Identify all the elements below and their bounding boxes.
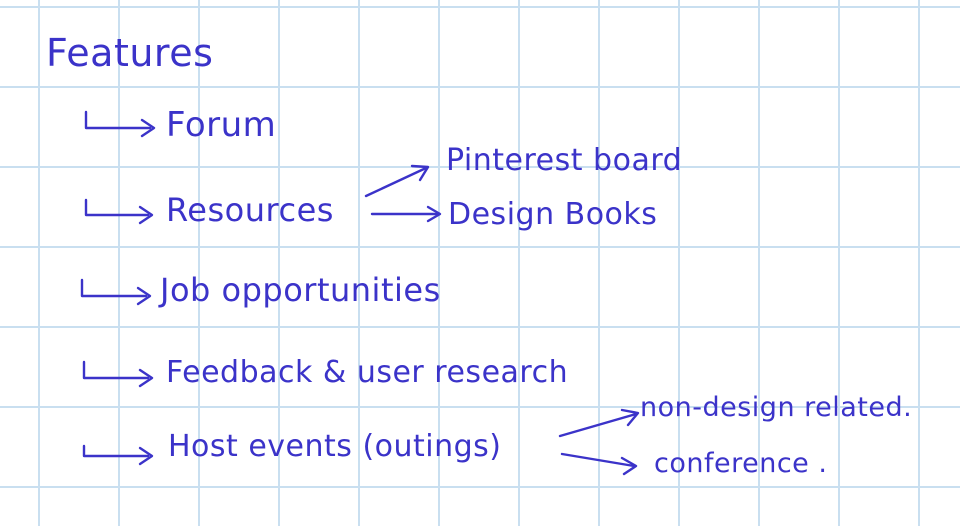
events-child-non-design: non-design related. bbox=[640, 392, 913, 423]
bent-arrow-icon-feedback bbox=[82, 360, 154, 388]
branch-arrow-icon-conference bbox=[560, 452, 638, 476]
branch-arrow-icon-design-books bbox=[370, 205, 442, 223]
branch-arrow-icon-pinterest bbox=[364, 164, 430, 198]
feature-host-events: Host events (outings) bbox=[168, 429, 502, 464]
events-child-conference: conference . bbox=[654, 448, 828, 479]
feature-resources: Resources bbox=[166, 191, 334, 229]
bent-arrow-icon-resources bbox=[84, 198, 154, 225]
feature-job-opportunities: Job opportunities bbox=[160, 271, 441, 309]
bent-arrow-icon-events bbox=[82, 444, 154, 466]
branch-arrow-icon-non-design bbox=[558, 408, 640, 438]
diagram-title: Features bbox=[46, 31, 214, 75]
resources-child-design-books: Design Books bbox=[448, 197, 658, 232]
feature-feedback-research: Feedback & user research bbox=[166, 355, 569, 390]
resources-child-pinterest: Pinterest board bbox=[446, 143, 683, 178]
bent-arrow-icon-forum bbox=[84, 110, 156, 138]
feature-forum: Forum bbox=[166, 105, 277, 145]
bent-arrow-icon-jobs bbox=[80, 278, 152, 306]
